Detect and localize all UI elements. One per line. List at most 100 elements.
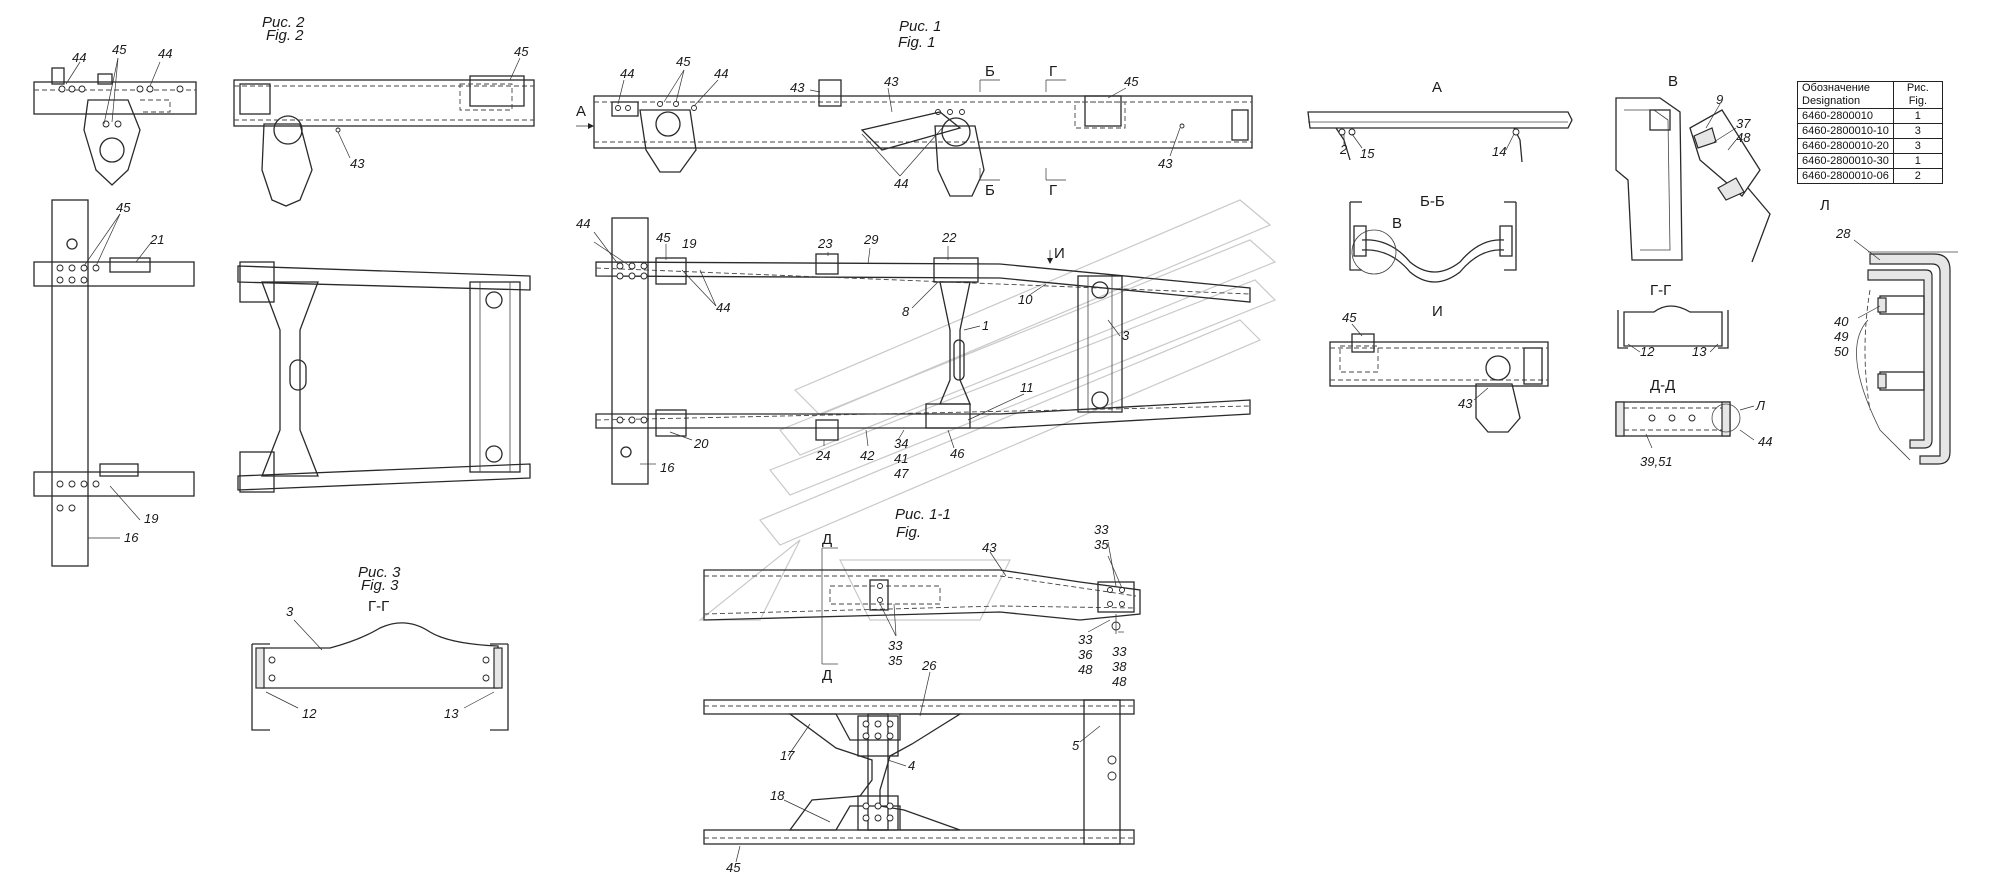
callout-43: 43	[884, 74, 899, 89]
view-a: А 2 15 14	[1307, 79, 1573, 163]
table-cell-fig: 2	[1892, 168, 1943, 184]
header-designation-en: Designation	[1802, 95, 1861, 107]
view-a-arrow-label: А	[576, 103, 586, 120]
callout-33: 33	[1078, 632, 1093, 647]
callout-45: 45	[116, 200, 131, 215]
table-header-designation: Обозначение Designation	[1797, 81, 1894, 109]
section-dd: Д-Д Л 44 39,51	[1615, 377, 1772, 469]
section-gg-title: Г-Г	[1650, 282, 1671, 299]
callout-13: 13	[444, 706, 459, 721]
callout-43: 43	[790, 80, 805, 95]
callout-36: 36	[1078, 647, 1093, 662]
table-row: 6460-2800010-06 2	[1797, 168, 1943, 184]
section-gg-right: Г-Г 12 13	[1617, 282, 1729, 359]
callout-28: 28	[1835, 226, 1851, 241]
fig1-title-en: Fig. 1	[898, 34, 936, 51]
callout-33: 33	[888, 638, 903, 653]
cut-b-top: Б	[985, 63, 995, 80]
header-fig-ru: Рис.	[1906, 82, 1929, 94]
cut-d-top: Д	[822, 531, 832, 548]
callout-12: 12	[1640, 344, 1655, 359]
callout-45: 45	[676, 54, 691, 69]
fig3: Рис. 3 Fig. 3 Г-Г 3 12 13	[251, 564, 509, 731]
table-row: 6460-2800010-20 3	[1797, 138, 1943, 154]
callout-44: 44	[1758, 434, 1772, 449]
fig2-top-view: 44 45 44	[33, 42, 197, 186]
callout-45: 45	[1342, 310, 1357, 325]
cut-g-bottom: Г	[1049, 182, 1057, 199]
callout-42: 42	[860, 448, 875, 463]
fig1-titles: Рис. 1 Fig. 1	[898, 18, 942, 51]
fig2-titles: Рис. 2 Fig. 2	[262, 14, 305, 44]
fig3-title-ru: Рис. 3	[358, 564, 401, 581]
callout-44: 44	[72, 50, 86, 65]
fig2-title-en: Fig. 2	[266, 27, 304, 44]
fig1-plan-view: И 44 45 19 44 23 29 22 8 1 10 3 11 20 16	[576, 216, 1251, 485]
callout-29: 29	[863, 232, 878, 247]
callout-45: 45	[726, 860, 741, 875]
callout-44: 44	[576, 216, 590, 231]
table-cell-fig: 1	[1892, 108, 1943, 124]
callout-38: 38	[1112, 659, 1127, 674]
callout-44: 44	[714, 66, 728, 81]
fig3-section-title: Г-Г	[368, 598, 389, 615]
callout-45: 45	[1124, 74, 1139, 89]
designation-table: Обозначение Designation Рис. Fig. 6460-2…	[1797, 81, 1943, 184]
callout-45: 45	[656, 230, 671, 245]
fig1-1-side-view: Рис. 1-1 Fig. Д Д 43 33 35 33 35 33 36 4…	[703, 506, 1141, 689]
callout-19: 19	[682, 236, 696, 251]
callout-3: 3	[286, 604, 294, 619]
callout-1: 1	[982, 318, 989, 333]
fig2-title-ru: Рис. 2	[262, 14, 305, 31]
fig1-1-title-en: Fig.	[896, 524, 921, 541]
callout-16: 16	[124, 530, 139, 545]
fig3-title-en: Fig. 3	[361, 577, 399, 594]
table-row: 6460-2800010 1	[1797, 108, 1943, 124]
callout-26: 26	[921, 658, 937, 673]
callout-11: 11	[1020, 380, 1034, 395]
callout-9: 9	[1716, 92, 1723, 107]
fig1-1-title-ru: Рис. 1-1	[895, 506, 951, 523]
fig2-side-view: 43 45	[233, 44, 535, 207]
callout-44: 44	[620, 66, 634, 81]
callout-45: 45	[112, 42, 127, 57]
cut-g-top: Г	[1049, 63, 1057, 80]
fig2-plan-view: 45 21 19 16	[33, 199, 195, 567]
detail-l: Л 28 40 49 50	[1820, 197, 1958, 465]
callout-48: 48	[1078, 662, 1093, 677]
cut-b-bottom: Б	[985, 182, 995, 199]
callout-19: 19	[144, 511, 158, 526]
callout-47: 47	[894, 466, 909, 481]
header-fig-en: Fig.	[1908, 95, 1928, 107]
view-b: В 9 37 48	[1615, 73, 1771, 263]
callout-14: 14	[1492, 144, 1506, 159]
callout-10: 10	[1018, 292, 1033, 307]
callout-22: 22	[941, 230, 957, 245]
callout-15: 15	[1360, 146, 1375, 161]
callout-43: 43	[1458, 396, 1473, 411]
callout-4: 4	[908, 758, 915, 773]
callout-35: 35	[888, 653, 903, 668]
callout-13: 13	[1692, 344, 1707, 359]
table-cell-designation: 6460-2800010-10	[1797, 123, 1894, 139]
section-dd-title: Д-Д	[1650, 377, 1675, 394]
callout-8: 8	[902, 304, 910, 319]
callout-43: 43	[982, 540, 997, 555]
callout-5: 5	[1072, 738, 1080, 753]
callout-2: 2	[1339, 142, 1348, 157]
callout-39-51: 39,51	[1640, 454, 1673, 469]
detail-l-title: Л	[1820, 197, 1830, 214]
view-a-title: А	[1432, 79, 1442, 96]
table-cell-designation: 6460-2800010-06	[1797, 168, 1894, 184]
callout-3: 3	[1122, 328, 1130, 343]
section-i: И 45 43	[1329, 303, 1549, 433]
callout-20: 20	[693, 436, 709, 451]
callout-33: 33	[1112, 644, 1127, 659]
cut-d-bottom: Д	[822, 667, 832, 684]
callout-50: 50	[1834, 344, 1849, 359]
callout-44: 44	[716, 300, 730, 315]
callout-48: 48	[1112, 674, 1127, 689]
callout-33: 33	[1094, 522, 1109, 537]
table-row: 6460-2800010-30 1	[1797, 153, 1943, 169]
